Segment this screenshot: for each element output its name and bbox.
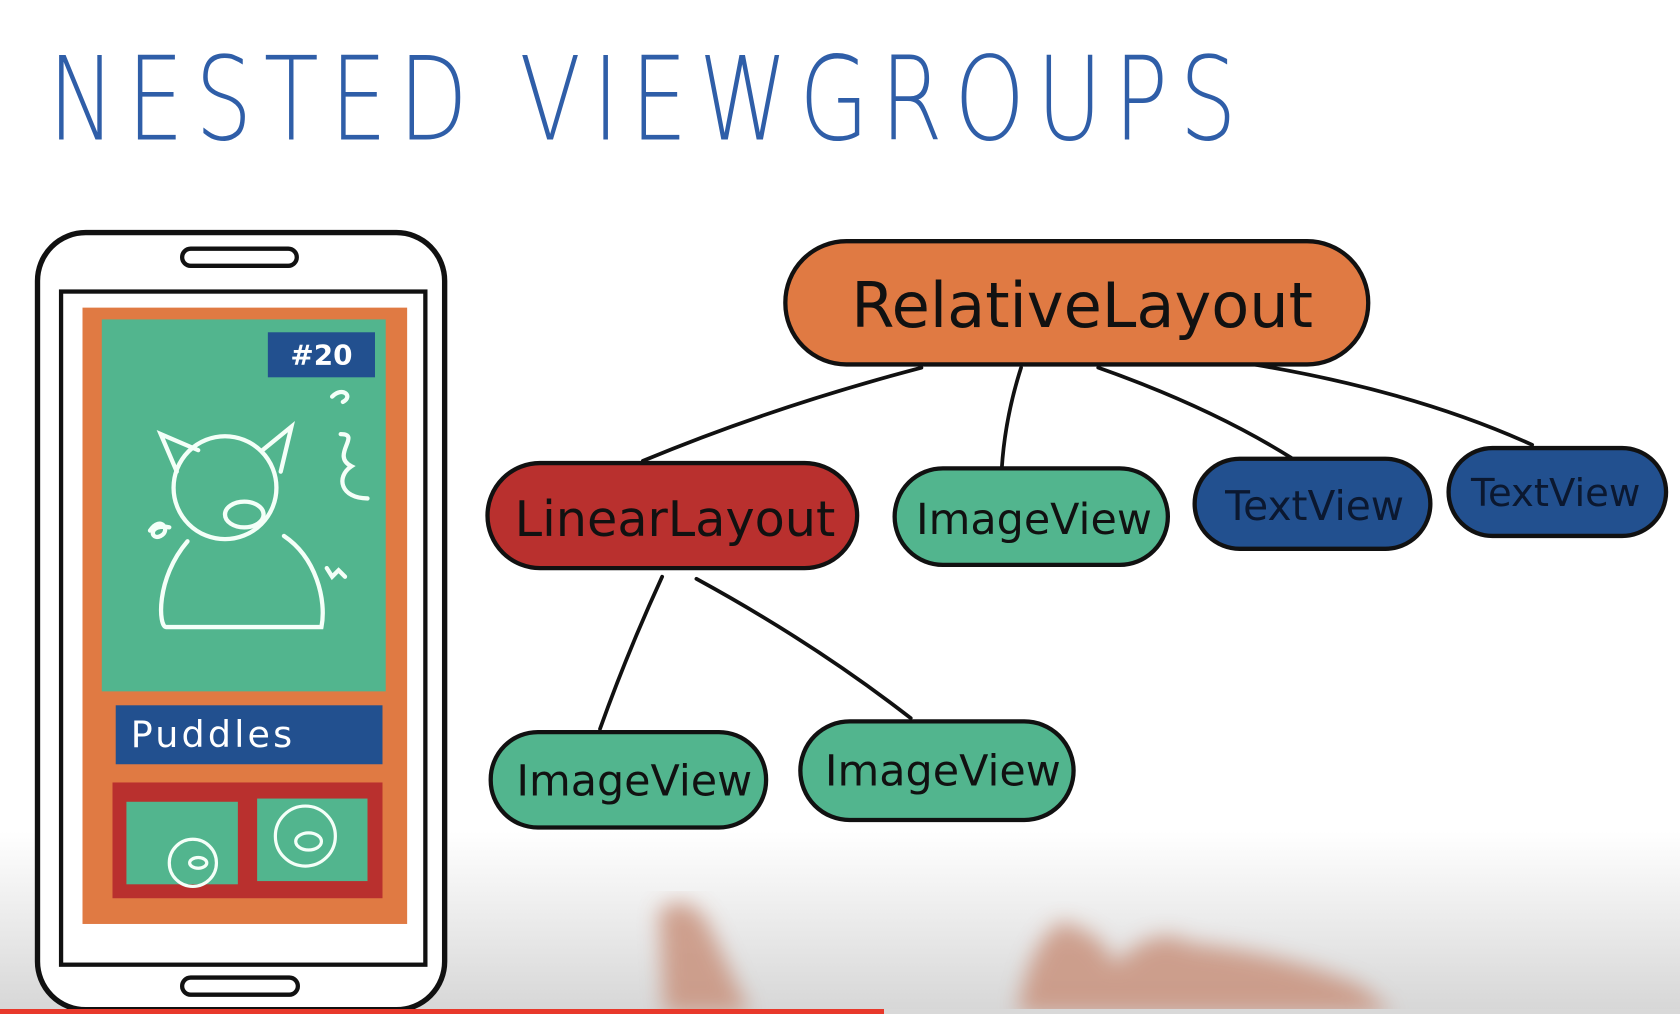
pig-image	[101, 319, 386, 692]
phone-home-button	[180, 975, 300, 997]
presenter-hand	[658, 902, 1393, 1014]
node-label: TextView	[1470, 471, 1640, 516]
video-progress-bar[interactable]	[0, 1009, 1680, 1014]
node-label: RelativeLayout	[851, 269, 1313, 342]
node-label: ImageView	[916, 495, 1152, 545]
tree-connectors	[598, 362, 1535, 731]
thumbnail-2	[257, 798, 368, 882]
node-label: LinearLayout	[515, 490, 836, 548]
node-label: ImageView	[516, 756, 752, 806]
node-relative-layout: RelativeLayout	[783, 239, 1371, 367]
number-badge	[267, 332, 375, 378]
node-text-view-2: TextView	[1446, 445, 1669, 539]
pig-drawing-icon	[147, 390, 370, 630]
page-title: NESTED VIEWGROUPS	[48, 33, 1248, 167]
node-image-view: ImageView	[892, 466, 1170, 568]
video-progress-fill	[0, 1009, 884, 1014]
node-text-view-1: TextView	[1192, 456, 1433, 551]
node-linear-layout: LinearLayout	[485, 460, 860, 571]
name-bar	[115, 705, 383, 765]
phone-illustration: #20 Puddles	[34, 229, 448, 1013]
node-label: ImageView	[825, 747, 1061, 797]
node-image-view-child-2: ImageView	[798, 719, 1076, 823]
name-text: Puddles	[131, 713, 296, 756]
node-label: TextView	[1224, 482, 1404, 530]
number-badge-text: #20	[290, 338, 352, 371]
node-image-view-child-1: ImageView	[488, 729, 769, 830]
phone-speaker	[179, 246, 299, 268]
thumbnail-pig-icons	[167, 804, 337, 889]
